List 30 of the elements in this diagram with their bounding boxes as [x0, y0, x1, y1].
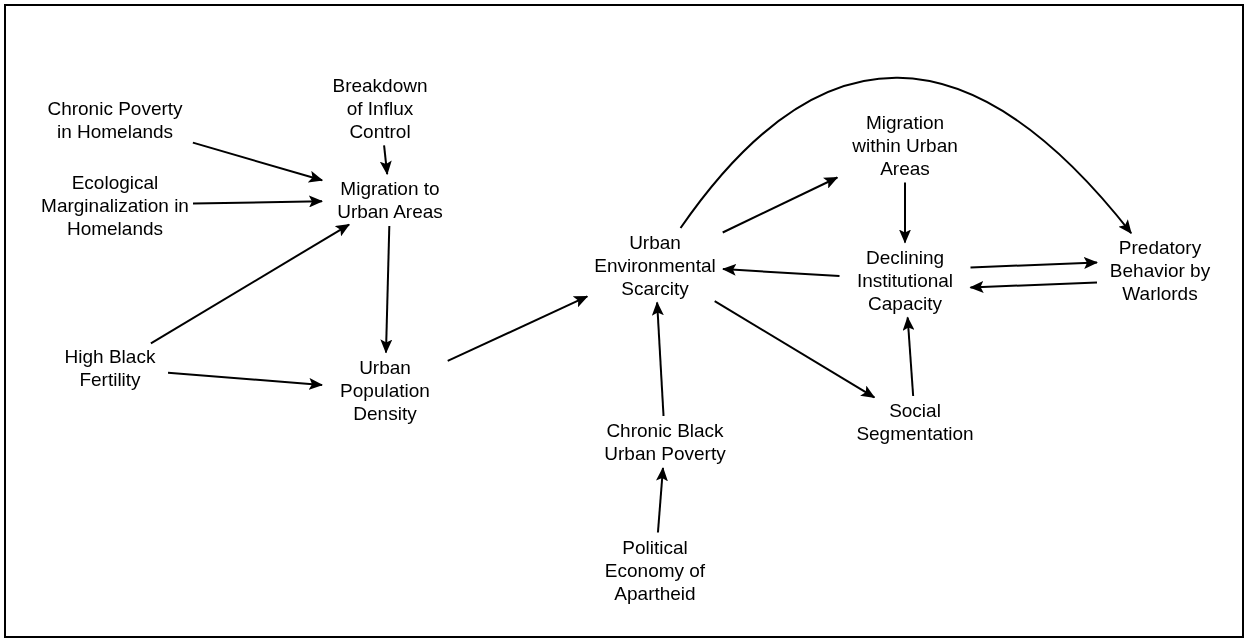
node-label: Migration within Urban Areas	[851, 110, 959, 180]
arrow	[679, 76, 1133, 235]
node-label: Social Segmentation	[855, 399, 975, 445]
arrow	[902, 316, 915, 397]
arrow	[969, 257, 1098, 269]
arrow	[149, 223, 351, 345]
node-label: Urban Population Density	[339, 355, 431, 425]
node-label: High Black Fertility	[63, 345, 157, 391]
arrow	[380, 225, 393, 354]
node-label: Chronic Poverty in Homelands	[46, 97, 184, 143]
arrow	[713, 300, 876, 399]
arrow	[969, 280, 1098, 293]
arrow	[722, 263, 841, 278]
arrow	[651, 301, 665, 417]
arrow	[446, 295, 589, 362]
node-label: Chronic Black Urban Poverty	[603, 419, 727, 465]
arrow	[379, 144, 392, 175]
node-label: Ecological Marginalization in Homelands	[40, 170, 190, 240]
node-label: Migration to Urban Areas	[336, 177, 444, 223]
node-label: Breakdown of Influx Control	[331, 73, 429, 143]
node-label: Predatory Behavior by Warlords	[1108, 235, 1212, 305]
arrow	[899, 181, 911, 244]
arrow	[167, 371, 323, 390]
arrow	[191, 141, 324, 183]
node-label: Urban Environmental Scarcity	[593, 230, 717, 300]
node-label: Political Economy of Apartheid	[603, 535, 707, 605]
node-label: Declining Institutional Capacity	[855, 245, 955, 315]
arrow	[656, 467, 668, 534]
arrow	[192, 195, 323, 208]
arrow	[721, 176, 839, 234]
